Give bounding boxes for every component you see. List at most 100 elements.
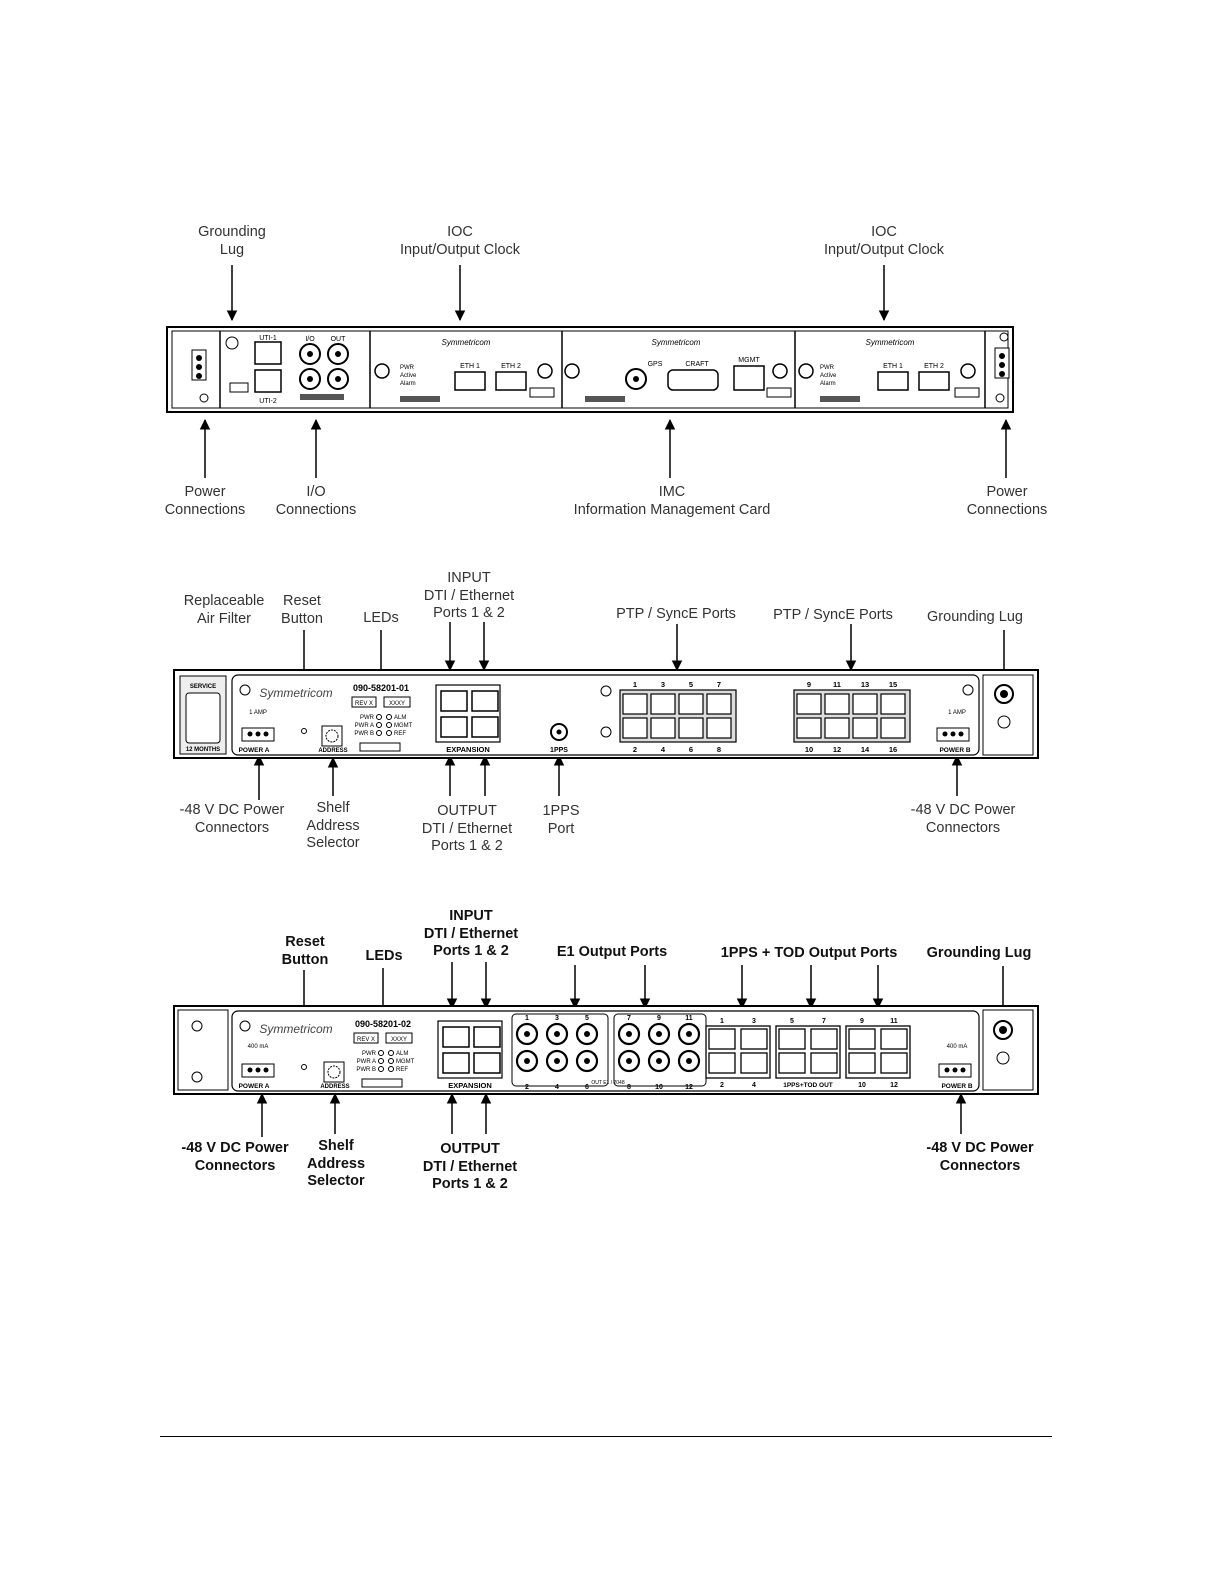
svg-text:4: 4 xyxy=(752,1082,756,1089)
svg-text:Active: Active xyxy=(400,373,417,379)
svg-text:Symmetricom: Symmetricom xyxy=(652,338,701,347)
label-leds: LEDs xyxy=(363,610,399,626)
svg-text:11: 11 xyxy=(685,1015,693,1022)
svg-text:PWR B: PWR B xyxy=(354,731,374,737)
svg-text:ETH 1: ETH 1 xyxy=(460,363,480,370)
svg-text:400 mA: 400 mA xyxy=(248,1044,269,1050)
svg-text:1: 1 xyxy=(525,1015,529,1022)
svg-text:ADDRESS: ADDRESS xyxy=(318,748,347,754)
svg-text:3: 3 xyxy=(752,1018,756,1025)
tod-output-ports xyxy=(705,1025,911,1079)
svg-text:2: 2 xyxy=(633,745,637,754)
svg-text:Symmetricom: Symmetricom xyxy=(866,338,915,347)
svg-text:ALM: ALM xyxy=(394,715,406,721)
svg-text:OUT: OUT xyxy=(331,336,347,343)
svg-text:PWR B: PWR B xyxy=(356,1067,376,1073)
svg-text:7: 7 xyxy=(822,1018,826,1025)
label-grounding-lug: Grounding Lug xyxy=(926,945,1032,961)
svg-text:XXXY: XXXY xyxy=(391,1037,407,1043)
svg-text:POWER A: POWER A xyxy=(239,747,270,754)
svg-text:12: 12 xyxy=(890,1082,898,1089)
reset-button xyxy=(301,1064,307,1070)
svg-text:ALM: ALM xyxy=(396,1051,408,1057)
svg-text:OUT E1 / 2048: OUT E1 / 2048 xyxy=(591,1080,624,1086)
svg-text:1: 1 xyxy=(720,1018,724,1025)
svg-text:090-58201-01: 090-58201-01 xyxy=(353,683,409,693)
svg-text:3: 3 xyxy=(555,1015,559,1022)
footer-rule xyxy=(160,1436,1052,1437)
label-leds: LEDs xyxy=(365,948,403,964)
svg-text:SERVICE: SERVICE xyxy=(190,684,216,690)
svg-text:7: 7 xyxy=(717,680,721,689)
svg-text:POWER B: POWER B xyxy=(939,747,970,754)
svg-text:1PPS: 1PPS xyxy=(550,747,568,754)
svg-text:12: 12 xyxy=(685,1084,693,1091)
svg-text:POWER A: POWER A xyxy=(239,1083,270,1090)
svg-text:15: 15 xyxy=(889,680,897,689)
svg-text:PWR A: PWR A xyxy=(355,723,374,729)
svg-text:9: 9 xyxy=(657,1015,661,1022)
svg-text:11: 11 xyxy=(890,1018,898,1025)
svg-text:13: 13 xyxy=(861,680,869,689)
svg-text:8: 8 xyxy=(717,745,721,754)
grounding-lug-1 xyxy=(225,336,239,350)
reset-button xyxy=(301,728,307,734)
svg-text:12 MONTHS: 12 MONTHS xyxy=(186,747,220,753)
mgmt-port xyxy=(733,365,765,391)
svg-text:8: 8 xyxy=(627,1084,631,1091)
svg-text:Active: Active xyxy=(820,373,837,379)
svg-text:Alarm: Alarm xyxy=(400,381,416,387)
craft-port xyxy=(667,369,719,391)
svg-text:REV X: REV X xyxy=(357,1037,375,1043)
label-e1-output-ports: E1 Output Ports xyxy=(556,944,668,960)
led-group: PWR PWR A PWR B ALM MGMT REF xyxy=(356,1050,415,1073)
svg-text:14: 14 xyxy=(861,745,870,754)
svg-text:1PPS+TOD OUT: 1PPS+TOD OUT xyxy=(783,1082,833,1089)
svg-text:2: 2 xyxy=(720,1082,724,1089)
ioc2-eth1 xyxy=(877,371,909,391)
svg-text:16: 16 xyxy=(889,745,897,754)
svg-text:4: 4 xyxy=(661,745,666,754)
svg-text:2: 2 xyxy=(525,1084,529,1091)
svg-text:10: 10 xyxy=(858,1082,866,1089)
svg-text:1 AMP: 1 AMP xyxy=(948,710,966,716)
svg-text:PWR: PWR xyxy=(820,365,835,371)
svg-text:MGMT: MGMT xyxy=(738,357,760,364)
label-ptp-ports-1: PTP / SyncE Ports xyxy=(616,606,736,622)
svg-text:5: 5 xyxy=(689,680,693,689)
svg-text:090-58201-02: 090-58201-02 xyxy=(355,1019,411,1029)
chassis-2: SERVICE 12 MONTHS Symmetricom 1 AMP POWE… xyxy=(173,622,1039,800)
dti-ports xyxy=(442,1026,501,1074)
svg-text:REF: REF xyxy=(394,731,406,737)
svg-text:6: 6 xyxy=(585,1084,589,1091)
dti-ports xyxy=(440,690,499,738)
svg-text:MGMT: MGMT xyxy=(394,723,413,729)
svg-text:5: 5 xyxy=(585,1015,589,1022)
svg-text:7: 7 xyxy=(627,1015,631,1022)
svg-text:REV X: REV X xyxy=(355,701,373,707)
ioc2-eth2 xyxy=(918,371,950,391)
svg-text:400 mA: 400 mA xyxy=(947,1044,968,1050)
svg-text:PWR A: PWR A xyxy=(357,1059,376,1065)
svg-text:UTI-2: UTI-2 xyxy=(259,398,277,405)
ptp-ports-1 xyxy=(619,689,737,743)
svg-text:ETH 1: ETH 1 xyxy=(883,363,903,370)
svg-text:ETH 2: ETH 2 xyxy=(924,363,944,370)
svg-text:6: 6 xyxy=(689,745,693,754)
ioc1-eth1 xyxy=(454,371,486,391)
svg-text:1: 1 xyxy=(633,680,637,689)
svg-text:5: 5 xyxy=(790,1018,794,1025)
